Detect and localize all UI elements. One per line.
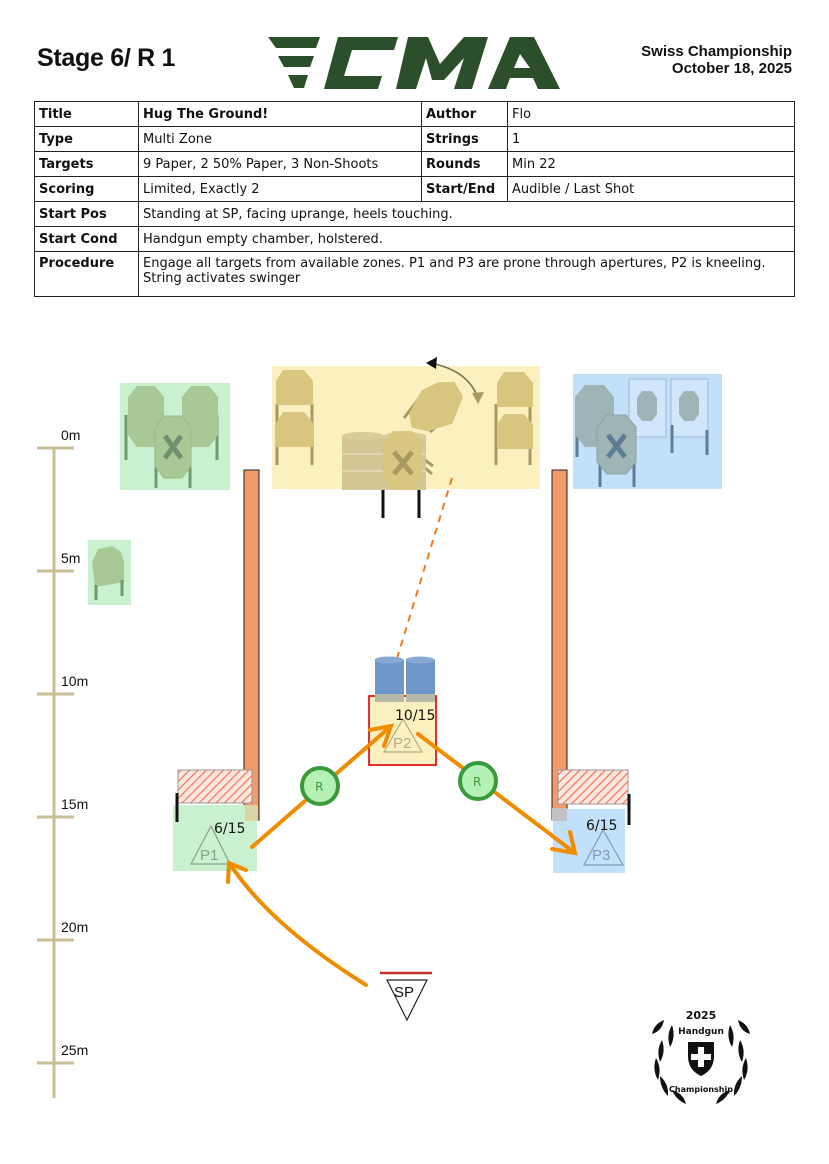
badge-line2: Championship [669, 1085, 733, 1094]
scoring-label: Scoring [34, 176, 139, 202]
p3-round-count: 6/15 [586, 818, 617, 834]
start-position: SP [380, 971, 432, 1022]
badge-line1: Handgun [678, 1027, 724, 1037]
stage-diagram: 0m 5m 10m 15m 20m 25m [37, 357, 750, 1104]
row-targets: Targets 9 Paper, 2 50% Paper, 3 Non-Shoo… [34, 151, 795, 177]
reload-label: R [473, 775, 481, 789]
no-shoot-x-icon [392, 450, 414, 476]
target-array-yellow [272, 357, 540, 518]
cma-logo [268, 37, 560, 89]
no-shoot-x-icon [162, 434, 184, 460]
no-shoot-x-icon [606, 433, 627, 459]
title-label: Title [34, 101, 139, 127]
aperture-barricade [557, 769, 629, 805]
row-startpos: Start Pos Standing at SP, facing uprange… [34, 201, 795, 227]
event-name: Swiss Championship [641, 43, 792, 60]
arrowhead-p2-icon [368, 723, 395, 748]
target-array-blue [573, 374, 722, 489]
scale-label-15m: 15m [61, 796, 88, 812]
swinger-string [387, 477, 453, 689]
title-value: Hug The Ground! [138, 101, 422, 127]
startpos-label: Start Pos [34, 201, 139, 227]
target-array-green [120, 383, 230, 490]
movement-path [226, 723, 578, 987]
strings-value: 1 [507, 126, 795, 152]
startend-value: Audible / Last Shot [507, 176, 795, 202]
shooting-position-p1: P1 6/15 [173, 769, 258, 871]
badge-year: 2025 [686, 1009, 717, 1022]
procedure-value: Engage all targets from available zones.… [138, 251, 795, 297]
paper-target [276, 370, 313, 405]
scale-label-5m: 5m [61, 550, 80, 566]
startpos-value: Standing at SP, facing uprange, heels to… [138, 201, 795, 227]
rounds-label: Rounds [421, 151, 508, 177]
scale-label-10m: 10m [61, 673, 88, 689]
reload-label: R [315, 780, 323, 794]
event-info: Swiss Championship October 18, 2025 [641, 43, 792, 77]
row-scoring: Scoring Limited, Exactly 2 Start/End Aud… [34, 176, 795, 202]
shooting-position-p3: P3 6/15 [552, 769, 631, 873]
arrowhead-p1-icon [226, 860, 248, 884]
arrowhead-p3-icon [550, 830, 578, 856]
targets-label: Targets [34, 151, 139, 177]
type-value: Multi Zone [138, 126, 422, 152]
target-green-5m [88, 540, 131, 605]
p1-label: P1 [200, 847, 218, 864]
sp-label: SP [394, 984, 414, 1001]
scale-label-20m: 20m [61, 919, 88, 935]
paper-target-50 [92, 546, 124, 587]
p3-label: P3 [592, 847, 610, 864]
aperture-barricade [177, 769, 253, 804]
procedure-label: Procedure [34, 251, 139, 297]
path-sp-to-p1 [228, 862, 368, 987]
reload-marker-2: R [458, 761, 498, 801]
startend-label: Start/End [421, 176, 508, 202]
distance-scale [37, 446, 74, 1098]
row-startcond: Start Cond Handgun empty chamber, holste… [34, 226, 795, 252]
row-type: Type Multi Zone Strings 1 [34, 126, 795, 152]
author-value: Flo [507, 101, 795, 127]
path-p2-to-p3 [416, 732, 577, 855]
scoring-value: Limited, Exactly 2 [138, 176, 422, 202]
strings-label: Strings [421, 126, 508, 152]
stage-title: Stage 6/ R 1 [37, 44, 176, 72]
reload-marker-1: R [300, 766, 340, 806]
startcond-label: Start Cond [34, 226, 139, 252]
championship-badge: 2025 Handgun Championship [652, 1009, 750, 1104]
scale-label-25m: 25m [61, 1042, 88, 1058]
laurel-wreath-icon [652, 1020, 750, 1104]
type-label: Type [34, 126, 139, 152]
blue-barrels [374, 656, 435, 702]
wall-left [243, 469, 260, 821]
targets-value: 9 Paper, 2 50% Paper, 3 Non-Shoots [138, 151, 422, 177]
startcond-value: Handgun empty chamber, holstered. [138, 226, 795, 252]
p1-round-count: 6/15 [214, 821, 245, 837]
row-procedure: Procedure Engage all targets from availa… [34, 251, 795, 297]
shooting-position-p2: P2 10/15 [368, 656, 437, 766]
paper-target [497, 372, 533, 407]
stage-info-table: Title Hug The Ground! Author Flo Type Mu… [34, 101, 795, 297]
paper-target [276, 412, 313, 447]
swinger-target [402, 357, 484, 476]
p2-label: P2 [393, 735, 411, 752]
rounds-value: Min 22 [507, 151, 795, 177]
p2-round-count: 10/15 [395, 708, 435, 724]
wall-right [551, 469, 568, 821]
scale-label-0m: 0m [61, 427, 80, 443]
paper-target [497, 414, 533, 449]
row-title: Title Hug The Ground! Author Flo [34, 101, 795, 127]
author-label: Author [421, 101, 508, 127]
event-date: October 18, 2025 [671, 60, 792, 77]
